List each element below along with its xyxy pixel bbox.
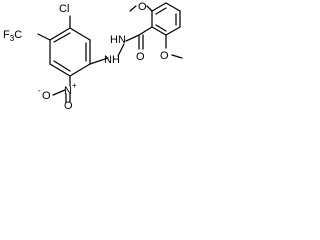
bond [37, 33, 51, 41]
nitro-o-minus-charge: - [38, 86, 41, 95]
bond [129, 5, 137, 12]
chloro-label: Cl [59, 3, 69, 15]
trifluoromethyl-label: F3C [3, 29, 22, 43]
nitro-n-charge: + [72, 81, 77, 90]
bond [151, 26, 167, 36]
bond [69, 27, 91, 41]
bond [165, 2, 181, 12]
chemical-structure-diagram: Cl F3C N + O - O NH HN O O O [3, 1, 183, 110]
bond [117, 43, 125, 57]
bond [49, 27, 71, 41]
bond [69, 63, 91, 77]
bond [146, 5, 153, 12]
bond [125, 34, 140, 42]
bond [53, 60, 71, 72]
bond [49, 63, 71, 77]
hydrazide-nh-label-2: HN [110, 34, 126, 46]
methoxy-bottom-label: O [160, 50, 169, 62]
left-benzene-ring [49, 27, 91, 77]
bond [151, 2, 167, 12]
hydrazide-nh-label-1: NH [104, 54, 120, 66]
bond [155, 7, 167, 15]
carbonyl-o-label: O [136, 51, 145, 63]
nitro-o-double-label: O [64, 100, 73, 110]
bond [165, 26, 181, 36]
trifluoromethyl-subscript: 3 [10, 34, 15, 43]
bond [155, 24, 167, 32]
bond [171, 54, 183, 59]
bond [52, 89, 66, 96]
trifluoromethyl-main: F [3, 29, 10, 41]
nitro-n-label: N [64, 85, 72, 97]
methoxy-top-label: O [138, 1, 147, 13]
nitro-o-minus-label: O [42, 90, 51, 102]
trifluoromethyl-carbon: C [14, 29, 22, 41]
right-benzene-ring [151, 2, 181, 36]
bond [53, 32, 71, 43]
bond [89, 57, 109, 65]
bond [138, 26, 153, 36]
